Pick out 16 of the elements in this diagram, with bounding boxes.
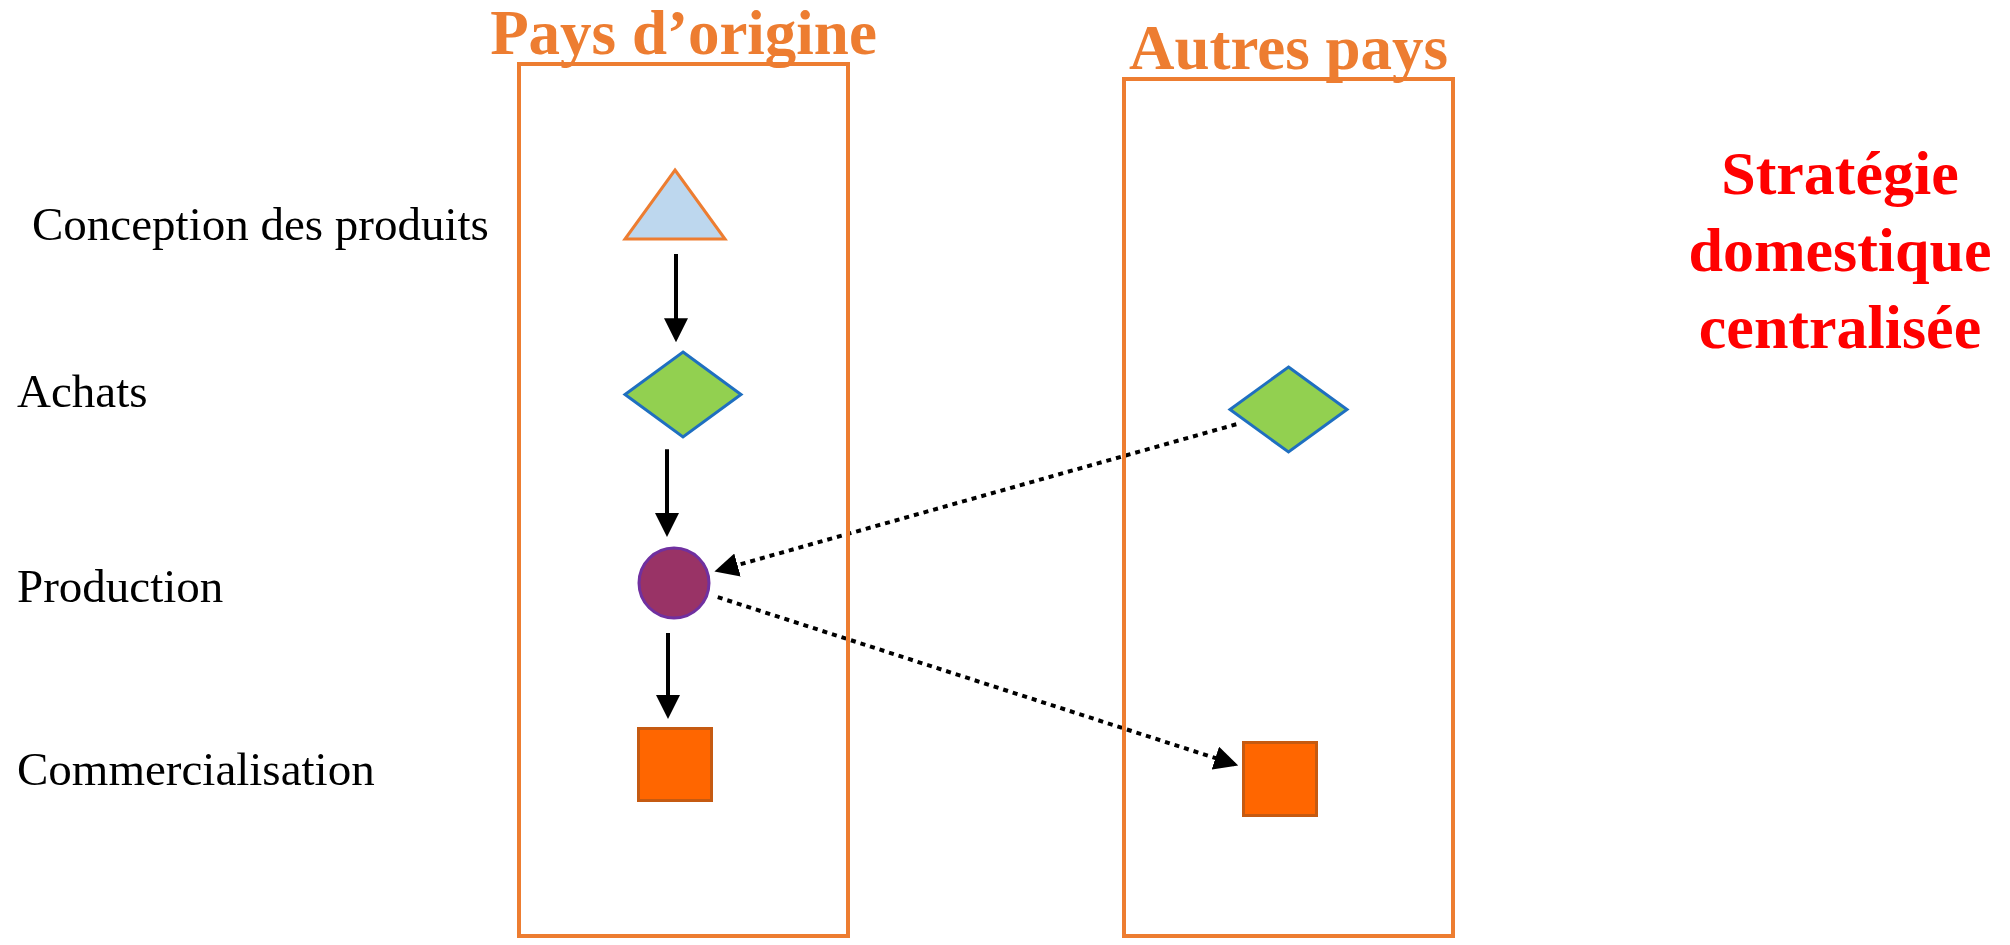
dotted-arrow <box>714 422 1237 577</box>
row-label: Achats <box>17 367 148 415</box>
dotted-arrow <box>717 595 1239 770</box>
diamond-shape <box>1227 364 1350 455</box>
row-label: Conception des produits <box>32 200 489 248</box>
row-label: Production <box>17 562 224 610</box>
circle-shape <box>636 545 712 621</box>
square-shape <box>1242 741 1318 817</box>
row-label: Commercialisation <box>17 745 375 793</box>
triangle-shape <box>622 167 728 242</box>
arrow <box>655 449 679 538</box>
square-shape <box>637 727 713 802</box>
arrow <box>664 254 688 343</box>
strategy-title: Stratégie domestique centralisée <box>1687 138 1993 363</box>
arrow <box>656 632 680 719</box>
diamond-shape <box>622 349 744 440</box>
